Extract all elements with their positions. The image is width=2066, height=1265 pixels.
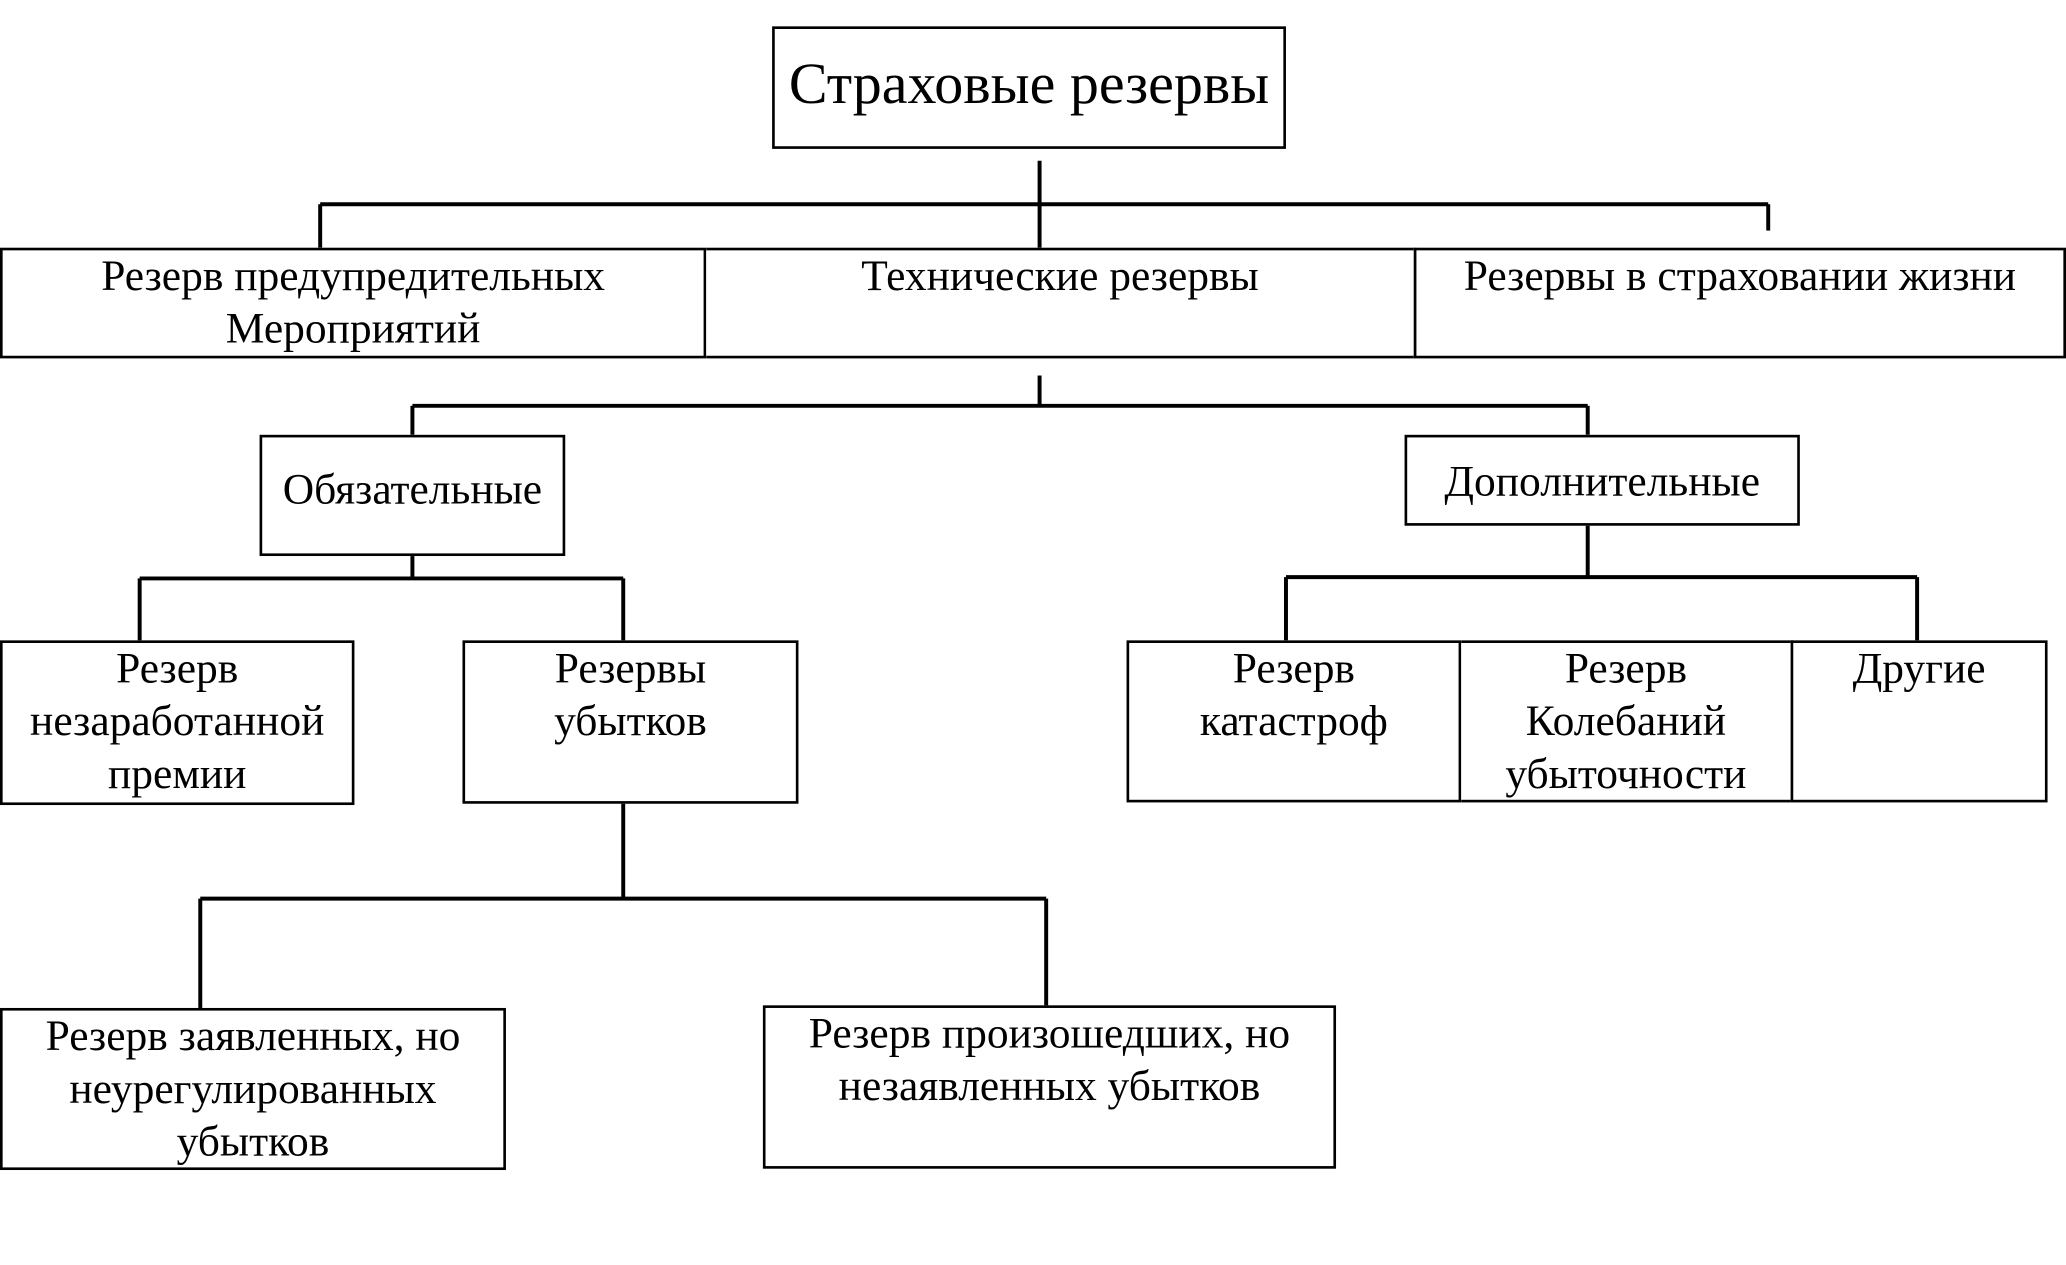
preventive-measures-reserve-label: Резерв предупредительных Мероприятий: [101, 252, 606, 354]
mandatory-reserves-label: Обязательные: [282, 466, 543, 514]
life-insurance-reserves-label: Резервы в страховании жизни: [1463, 252, 2017, 301]
catastrophe-reserve-label: Резерв катастроф: [1199, 645, 1388, 746]
additional-reserves-label: Дополнительные: [1444, 458, 1761, 506]
root-node: Страховые резервы: [772, 26, 1286, 149]
loss-reserves-node: Резервы убытков: [462, 640, 799, 804]
reported-not-settled-reserve-node: Резерв заявленных, но неурегулированных …: [0, 1007, 506, 1171]
unearned-premium-reserve-label: Резерв незаработанной премии: [30, 645, 325, 799]
other-reserves-label: Другие: [1852, 645, 1986, 694]
technical-reserves-label: Технические резервы: [861, 252, 1259, 301]
incurred-not-reported-reserve-node: Резерв произошедших, но незаявленных убы…: [762, 1005, 1337, 1169]
additional-reserves-node: Дополнительные: [1404, 434, 1800, 526]
loss-ratio-fluctuation-reserve-node: Резерв Колебаний убыточности: [1461, 640, 1794, 803]
unearned-premium-reserve-node: Резерв незаработанной премии: [0, 640, 355, 806]
preventive-measures-reserve-node: Резерв предупредительных Мероприятий: [0, 247, 707, 359]
root-label: Страховые резервы: [788, 51, 1270, 116]
technical-reserves-node: Технические резервы: [706, 247, 1417, 359]
other-reserves-node: Другие: [1790, 640, 2048, 803]
incurred-not-reported-reserve-label: Резерв произошедших, но незаявленных убы…: [808, 1010, 1291, 1111]
life-insurance-reserves-node: Резервы в страховании жизни: [1413, 247, 2066, 359]
loss-ratio-fluctuation-reserve-label: Резерв Колебаний убыточности: [1505, 645, 1747, 799]
loss-reserves-label: Резервы убытков: [554, 645, 707, 746]
mandatory-reserves-node: Обязательные: [259, 434, 566, 557]
catastrophe-reserve-node: Резерв катастроф: [1126, 640, 1462, 803]
reported-not-settled-reserve-label: Резерв заявленных, но неурегулированных …: [45, 1013, 461, 1167]
